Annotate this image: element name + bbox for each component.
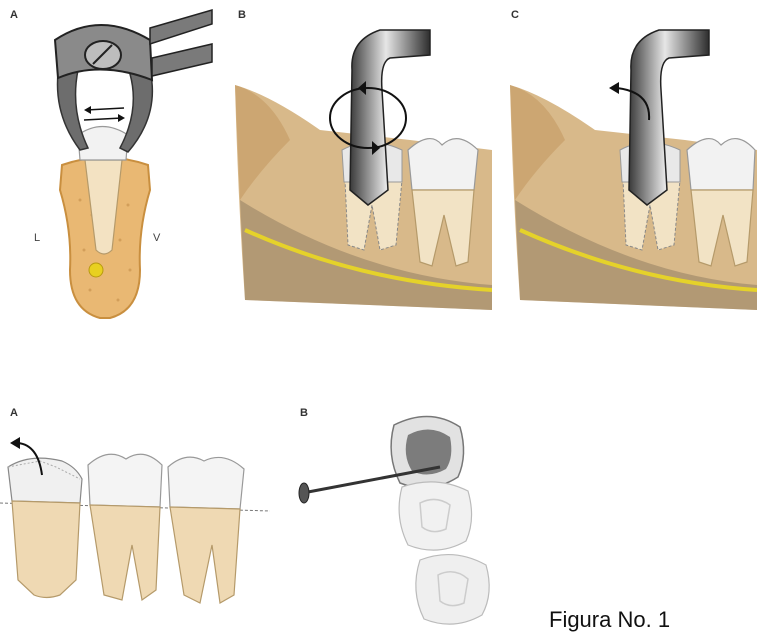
rotation-extraction-illustration (230, 0, 492, 330)
forceps-crosssection-illustration (0, 0, 215, 330)
bottom-panel-a: A (0, 395, 270, 644)
vestibular-side-label: V (153, 232, 160, 244)
panel-label: B (238, 9, 246, 21)
figure-caption: Figura No. 1 (549, 607, 670, 633)
panel-label: A (10, 407, 18, 419)
lingual-side-label: L (34, 232, 40, 244)
molars-fracture-illustration (0, 395, 270, 644)
panel-label: C (511, 9, 519, 21)
bottom-panel-b: B (290, 395, 530, 644)
top-panel-b: B (230, 0, 492, 330)
panel-label: A (10, 9, 18, 21)
occlusal-instrument-illustration (290, 395, 530, 644)
top-panel-a: A L V (0, 0, 215, 330)
panel-label: B (300, 407, 308, 419)
top-panel-c: C (505, 0, 757, 330)
luxation-extraction-illustration (505, 0, 757, 330)
